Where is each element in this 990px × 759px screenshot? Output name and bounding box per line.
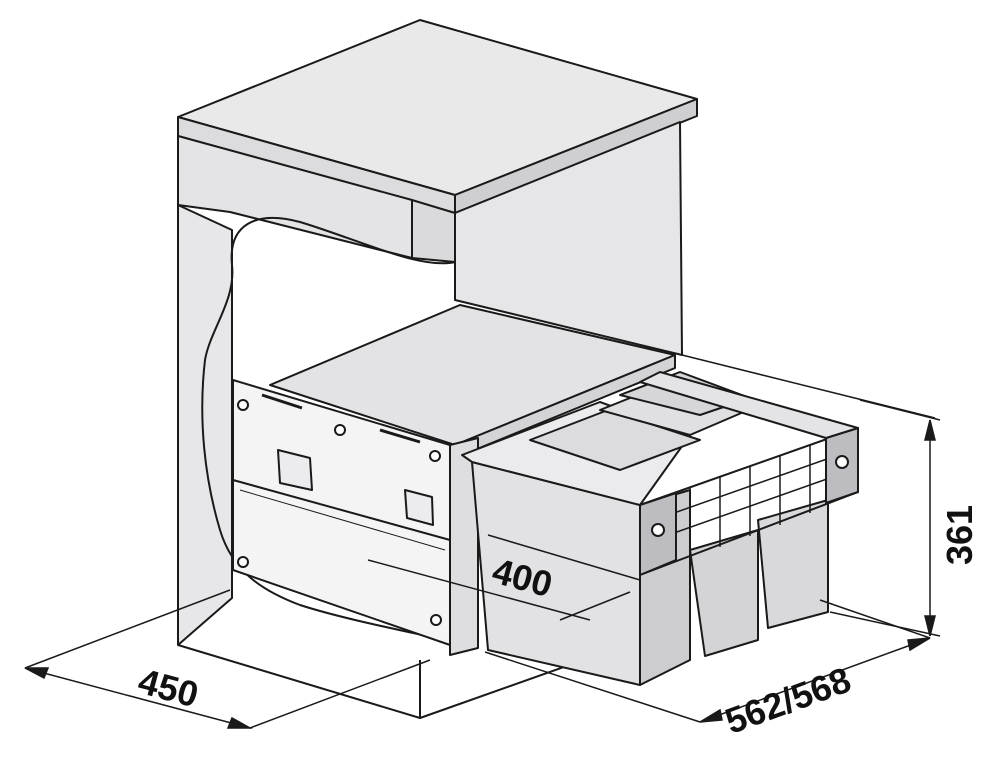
- bin-rear: [757, 499, 829, 629]
- countertop-side: [454, 98, 698, 214]
- cutaway-wave: [201, 217, 456, 641]
- waste-bins: [461, 371, 859, 686]
- screw-icon: [237, 556, 249, 568]
- label-depth: 562/568: [720, 659, 856, 742]
- dimension-line-depth: [699, 637, 931, 723]
- label-width: 450: [134, 660, 203, 715]
- screw-icon: [237, 399, 249, 411]
- cabinet-left-panel: [177, 135, 413, 259]
- screw-icon: [334, 424, 346, 436]
- label-height: 361: [939, 505, 980, 565]
- cabinet-left-panel-lower: [177, 204, 233, 646]
- floor-edge-left: [177, 644, 421, 719]
- bin-middle: [689, 529, 759, 657]
- dimension-line-width: [24, 667, 251, 729]
- drawer-rail: [449, 437, 479, 656]
- screw-icon: [430, 614, 442, 626]
- screw-icon: [429, 450, 441, 462]
- pull-out-drawer: [232, 304, 676, 656]
- dimension-line-400: [367, 559, 591, 621]
- dimension-lines: [24, 354, 941, 729]
